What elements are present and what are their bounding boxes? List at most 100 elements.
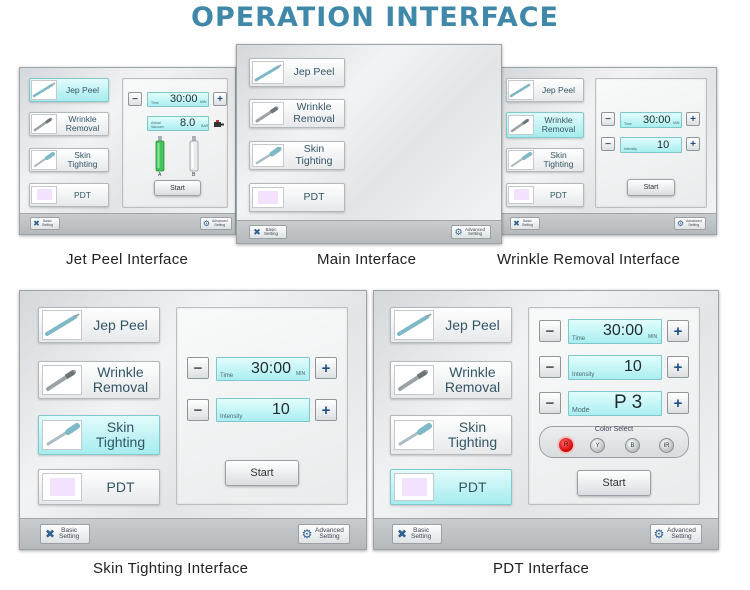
nav-pdt-label: PDT bbox=[550, 189, 567, 200]
nav-skin-tighting-button[interactable]: Skin Tighting bbox=[38, 415, 160, 455]
nav-wrinkle-label-2: Removal bbox=[541, 124, 576, 134]
time-unit: MIN bbox=[200, 100, 207, 104]
nav-wrinkle-removal-button[interactable]: Wrinkle Removal bbox=[390, 361, 512, 399]
nav-jet-peel-label: Jep Peel bbox=[65, 84, 100, 95]
jet-peel-icon bbox=[252, 61, 284, 84]
advanced-setting-button[interactable]: ⚙ Advanced Setting bbox=[451, 225, 491, 239]
intensity-minus-button[interactable]: − bbox=[601, 137, 615, 151]
advanced-setting-button[interactable]: ⚙ Advanced Setting bbox=[650, 524, 702, 544]
time-plus-button[interactable]: + bbox=[686, 112, 700, 126]
time-minus-button[interactable]: − bbox=[601, 112, 615, 126]
nav-wrinkle-removal-button[interactable]: Wrinkle Removal bbox=[29, 112, 109, 136]
intensity-display: Intensity 10 bbox=[216, 398, 310, 422]
nav-pdt-button[interactable]: PDT bbox=[249, 183, 345, 212]
nav-jet-peel-button[interactable]: Jep Peel bbox=[390, 307, 512, 343]
intensity-minus-button[interactable]: − bbox=[539, 356, 561, 378]
wrinkle-removal-screen: Jep Peel Wrinkle Removal Skin Tighting P… bbox=[501, 67, 717, 235]
basic-setting-button[interactable]: ✖ Basic Setting bbox=[510, 217, 540, 230]
color-blue-button[interactable]: B bbox=[625, 438, 640, 453]
intensity-display: Intensity 10 bbox=[620, 137, 682, 153]
bottom-bar: ✖ Basic Setting ⚙ Advanced Setting bbox=[374, 518, 718, 549]
start-button[interactable]: Start bbox=[225, 460, 299, 486]
page-title: OPERATION INTERFACE bbox=[191, 2, 559, 33]
time-minus-button[interactable]: − bbox=[187, 357, 209, 379]
time-plus-button[interactable]: + bbox=[213, 92, 227, 106]
nav-wrinkle-removal-button[interactable]: Wrinkle Removal bbox=[506, 112, 584, 138]
nav-jet-peel-label: Jep Peel bbox=[445, 316, 500, 333]
wrinkle-control-panel: − Time 30:00 MIN + − Intensity 10 + Star… bbox=[595, 78, 707, 208]
vacuum-label-1: Actual bbox=[151, 121, 161, 125]
intensity-value: 10 bbox=[272, 401, 290, 418]
nav-jet-peel-label: Jep Peel bbox=[93, 316, 148, 333]
wrinkle-pen-icon bbox=[394, 365, 434, 395]
mode-minus-button[interactable]: − bbox=[539, 392, 561, 414]
nav-wrinkle-removal-button[interactable]: Wrinkle Removal bbox=[249, 99, 345, 128]
nav-skin-tighting-button[interactable]: Skin Tighting bbox=[249, 141, 345, 170]
time-plus-button[interactable]: + bbox=[667, 320, 689, 342]
mode-display: Mode P 3 bbox=[568, 391, 662, 416]
advanced-setting-button[interactable]: ⚙ Advanced Setting bbox=[298, 524, 350, 544]
nav-jet-peel-button[interactable]: Jep Peel bbox=[249, 58, 345, 87]
mode-plus-button[interactable]: + bbox=[667, 392, 689, 414]
gear-icon: ⚙ bbox=[454, 226, 463, 237]
skin-probe-icon bbox=[394, 420, 434, 450]
nav-skin-tighting-button[interactable]: Skin Tighting bbox=[29, 148, 109, 172]
nav-jet-peel-button[interactable]: Jep Peel bbox=[506, 78, 584, 102]
nav-wrinkle-removal-button[interactable]: Wrinkle Removal bbox=[38, 361, 160, 399]
basic-setting-button[interactable]: ✖ Basic Setting bbox=[392, 524, 442, 544]
basic-setting-label-2: Setting bbox=[264, 231, 279, 236]
intensity-plus-button[interactable]: + bbox=[667, 356, 689, 378]
jet-peel-icon bbox=[42, 310, 82, 340]
pdt-panel-icon bbox=[394, 473, 434, 501]
nav-pdt-button[interactable]: PDT bbox=[38, 469, 160, 505]
advanced-setting-label-2: Setting bbox=[214, 222, 226, 227]
bottle-a-label: A bbox=[158, 172, 162, 178]
nav-pdt-button[interactable]: PDT bbox=[390, 469, 512, 505]
bottle-b-label: B bbox=[192, 172, 196, 178]
basic-setting-label-1: Basic bbox=[413, 526, 430, 534]
intensity-minus-button[interactable]: − bbox=[187, 399, 209, 421]
mode-label: Mode bbox=[572, 407, 590, 414]
skin-tighting-caption: Skin Tighting Interface bbox=[93, 560, 249, 577]
nav-pdt-button[interactable]: PDT bbox=[506, 183, 584, 207]
vacuum-display: Actual Vacuum 8.0 BAR bbox=[147, 116, 209, 131]
bottom-bar: ✖ Basic Setting ⚙ Advanced Setting bbox=[237, 220, 501, 243]
advanced-setting-button[interactable]: ⚙ Advanced Setting bbox=[674, 217, 706, 230]
time-minus-button[interactable]: − bbox=[539, 320, 561, 342]
bottom-bar: ✖ Basic Setting ⚙ Advanced Setting bbox=[502, 213, 716, 234]
advanced-setting-label-2: Setting bbox=[671, 533, 692, 540]
nav-wrinkle-label-2: Removal bbox=[92, 379, 149, 395]
time-minus-button[interactable]: − bbox=[128, 92, 142, 106]
advanced-setting-button[interactable]: ⚙ Advanced Setting bbox=[200, 217, 232, 230]
nav-skin-label-1: Skin bbox=[106, 419, 135, 436]
intensity-plus-button[interactable]: + bbox=[315, 399, 337, 421]
time-plus-button[interactable]: + bbox=[315, 357, 337, 379]
gear-icon: ⚙ bbox=[676, 219, 685, 228]
color-select-label: Color Select bbox=[594, 426, 634, 433]
basic-setting-button[interactable]: ✖ Basic Setting bbox=[249, 225, 287, 239]
nav-jet-peel-button[interactable]: Jep Peel bbox=[29, 78, 109, 102]
tools-icon: ✖ bbox=[396, 527, 408, 541]
color-infrared-button[interactable]: IR bbox=[659, 438, 674, 453]
pdt-screen: Jep Peel Wrinkle Removal Skin Tighting P… bbox=[373, 290, 719, 550]
tools-icon: ✖ bbox=[33, 219, 40, 228]
intensity-label: Intensity bbox=[572, 372, 595, 378]
start-button[interactable]: Start bbox=[577, 470, 651, 496]
start-button[interactable]: Start bbox=[627, 179, 675, 196]
basic-setting-button[interactable]: ✖ Basic Setting bbox=[40, 524, 90, 544]
nav-jet-peel-button[interactable]: Jep Peel bbox=[38, 307, 160, 343]
pdt-panel-icon bbox=[42, 473, 82, 501]
nav-skin-tighting-button[interactable]: Skin Tighting bbox=[390, 415, 512, 455]
color-red-button[interactable]: R bbox=[557, 436, 575, 454]
intensity-plus-button[interactable]: + bbox=[686, 137, 700, 151]
intensity-value: 10 bbox=[624, 358, 642, 375]
color-yellow-button[interactable]: Y bbox=[590, 438, 605, 453]
nav-skin-label-1: Skin bbox=[303, 143, 325, 156]
skin-tighting-control-panel: − Time 30:00 MIN + − Intensity 10 + Star… bbox=[176, 307, 348, 505]
skin-probe-icon bbox=[508, 150, 534, 170]
basic-setting-button[interactable]: ✖ Basic Setting bbox=[30, 217, 60, 230]
start-button[interactable]: Start bbox=[154, 180, 201, 196]
nav-pdt-button[interactable]: PDT bbox=[29, 183, 109, 207]
time-display: Time 30:00 MIN bbox=[216, 357, 310, 381]
nav-skin-tighting-button[interactable]: Skin Tighting bbox=[506, 148, 584, 172]
